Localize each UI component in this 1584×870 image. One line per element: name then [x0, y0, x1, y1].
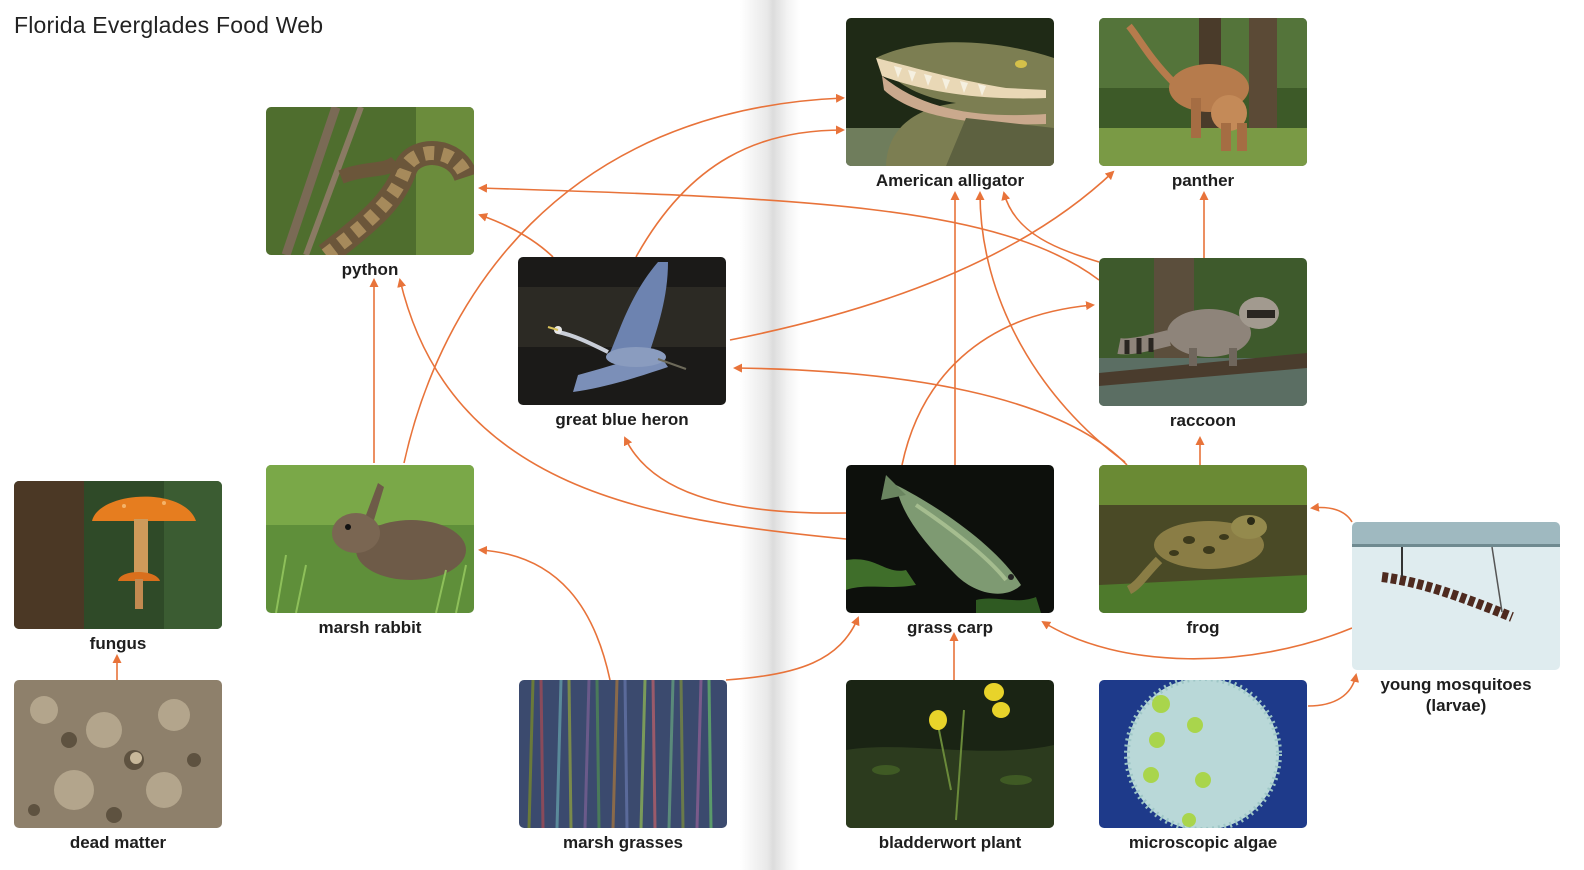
frog-label: frog — [1186, 618, 1220, 637]
rabbit-label: marsh rabbit — [318, 618, 422, 637]
arrow-mosquito-to-frog — [1310, 502, 1353, 523]
arrow-carp-to-raccoon — [901, 301, 1095, 466]
raccoon-photo — [1099, 258, 1307, 406]
mosquito-photo — [1352, 522, 1560, 670]
arrow-raccoon-to-alligator — [1001, 191, 1100, 263]
raccoon-label: raccoon — [1169, 411, 1237, 430]
bladderwort-label: bladderwort plant — [878, 833, 1022, 852]
alligator-label: American alligator — [875, 171, 1025, 190]
arrow-heron-to-python — [478, 213, 554, 258]
arrow-grasses-to-rabbit — [478, 545, 611, 681]
carp-photo — [846, 465, 1054, 613]
heron-label: great blue heron — [555, 410, 689, 429]
dead-matter-photo — [14, 680, 222, 828]
panther-label: panther — [1171, 171, 1235, 190]
bladderwort-photo — [846, 680, 1054, 828]
grasses-photo — [519, 680, 727, 828]
algae-photo — [1099, 680, 1307, 828]
carp-label: grass carp — [907, 618, 993, 637]
mosquito-label-line2: (larvae) — [1425, 696, 1487, 715]
page-gutter — [740, 0, 800, 870]
fungus-label: fungus — [89, 634, 147, 653]
heron-photo — [518, 257, 726, 405]
python-label: python — [341, 260, 399, 279]
fungus-photo — [14, 481, 222, 629]
rabbit-photo — [266, 465, 474, 613]
alligator-photo — [846, 18, 1054, 166]
diagram-title: Florida Everglades Food Web — [14, 12, 324, 38]
mosquito-label-line1: young mosquitoes — [1380, 675, 1532, 694]
frog-photo — [1099, 465, 1307, 613]
arrow-carp-to-heron — [623, 436, 847, 514]
dead-matter-label: dead matter — [69, 833, 167, 852]
grasses-label: marsh grasses — [562, 833, 684, 852]
python-photo — [266, 107, 474, 255]
algae-label: microscopic algae — [1128, 833, 1278, 852]
mosquito-label: young mosquitoes (larvae) — [1322, 674, 1584, 716]
panther-photo — [1099, 18, 1307, 166]
